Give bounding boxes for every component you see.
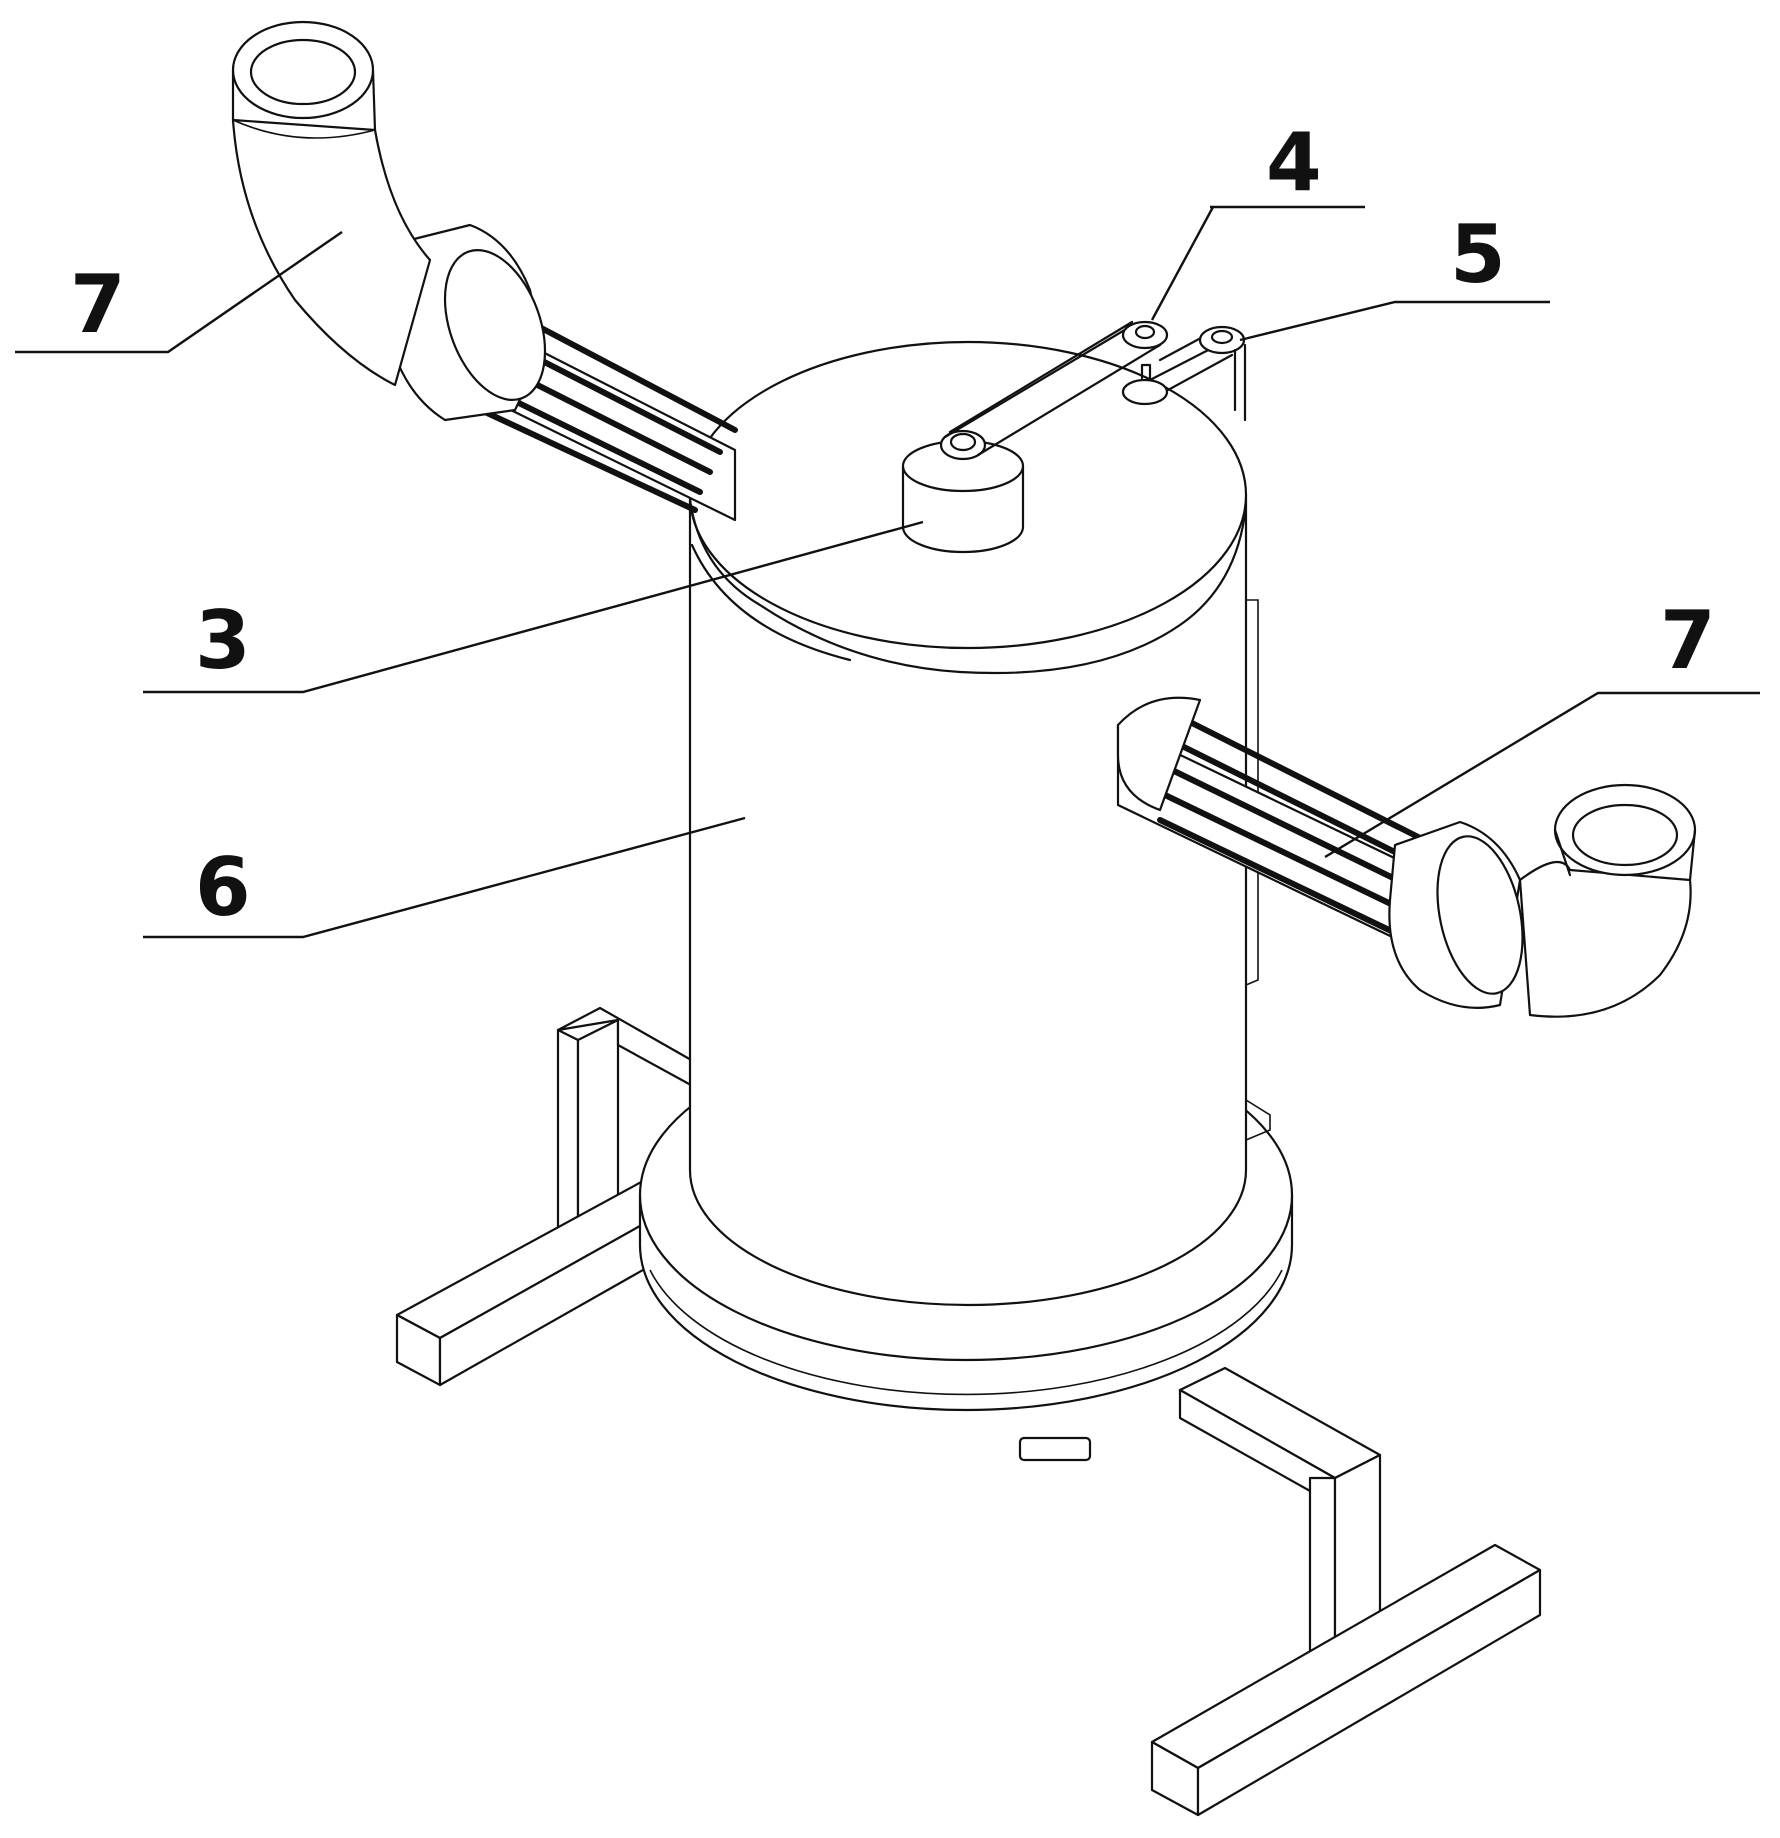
leader-lines — [15, 205, 1760, 939]
leader-7-right — [1324, 691, 1760, 859]
label-5: 5 — [1450, 208, 1506, 301]
reference-numerals: 7 4 5 3 6 7 — [70, 116, 1716, 934]
leader-6 — [143, 816, 746, 939]
outlet-pipe-left — [231, 20, 738, 522]
label-4: 4 — [1266, 116, 1322, 209]
label-6: 6 — [195, 841, 251, 934]
label-3: 3 — [195, 594, 251, 687]
leader-5 — [1239, 300, 1550, 342]
leader-4 — [1150, 205, 1365, 321]
outlet-pipe-right — [1116, 696, 1697, 1018]
label-7-right: 7 — [1660, 594, 1716, 687]
motor — [901, 429, 1025, 554]
belt-pulley-system — [943, 320, 1247, 457]
fins-right — [1157, 719, 1443, 943]
leader-3 — [143, 520, 924, 694]
leader-7-left — [15, 231, 343, 354]
label-7-left: 7 — [70, 258, 126, 351]
support-leg-right — [1150, 1366, 1542, 1817]
tank-body — [688, 493, 1271, 1307]
